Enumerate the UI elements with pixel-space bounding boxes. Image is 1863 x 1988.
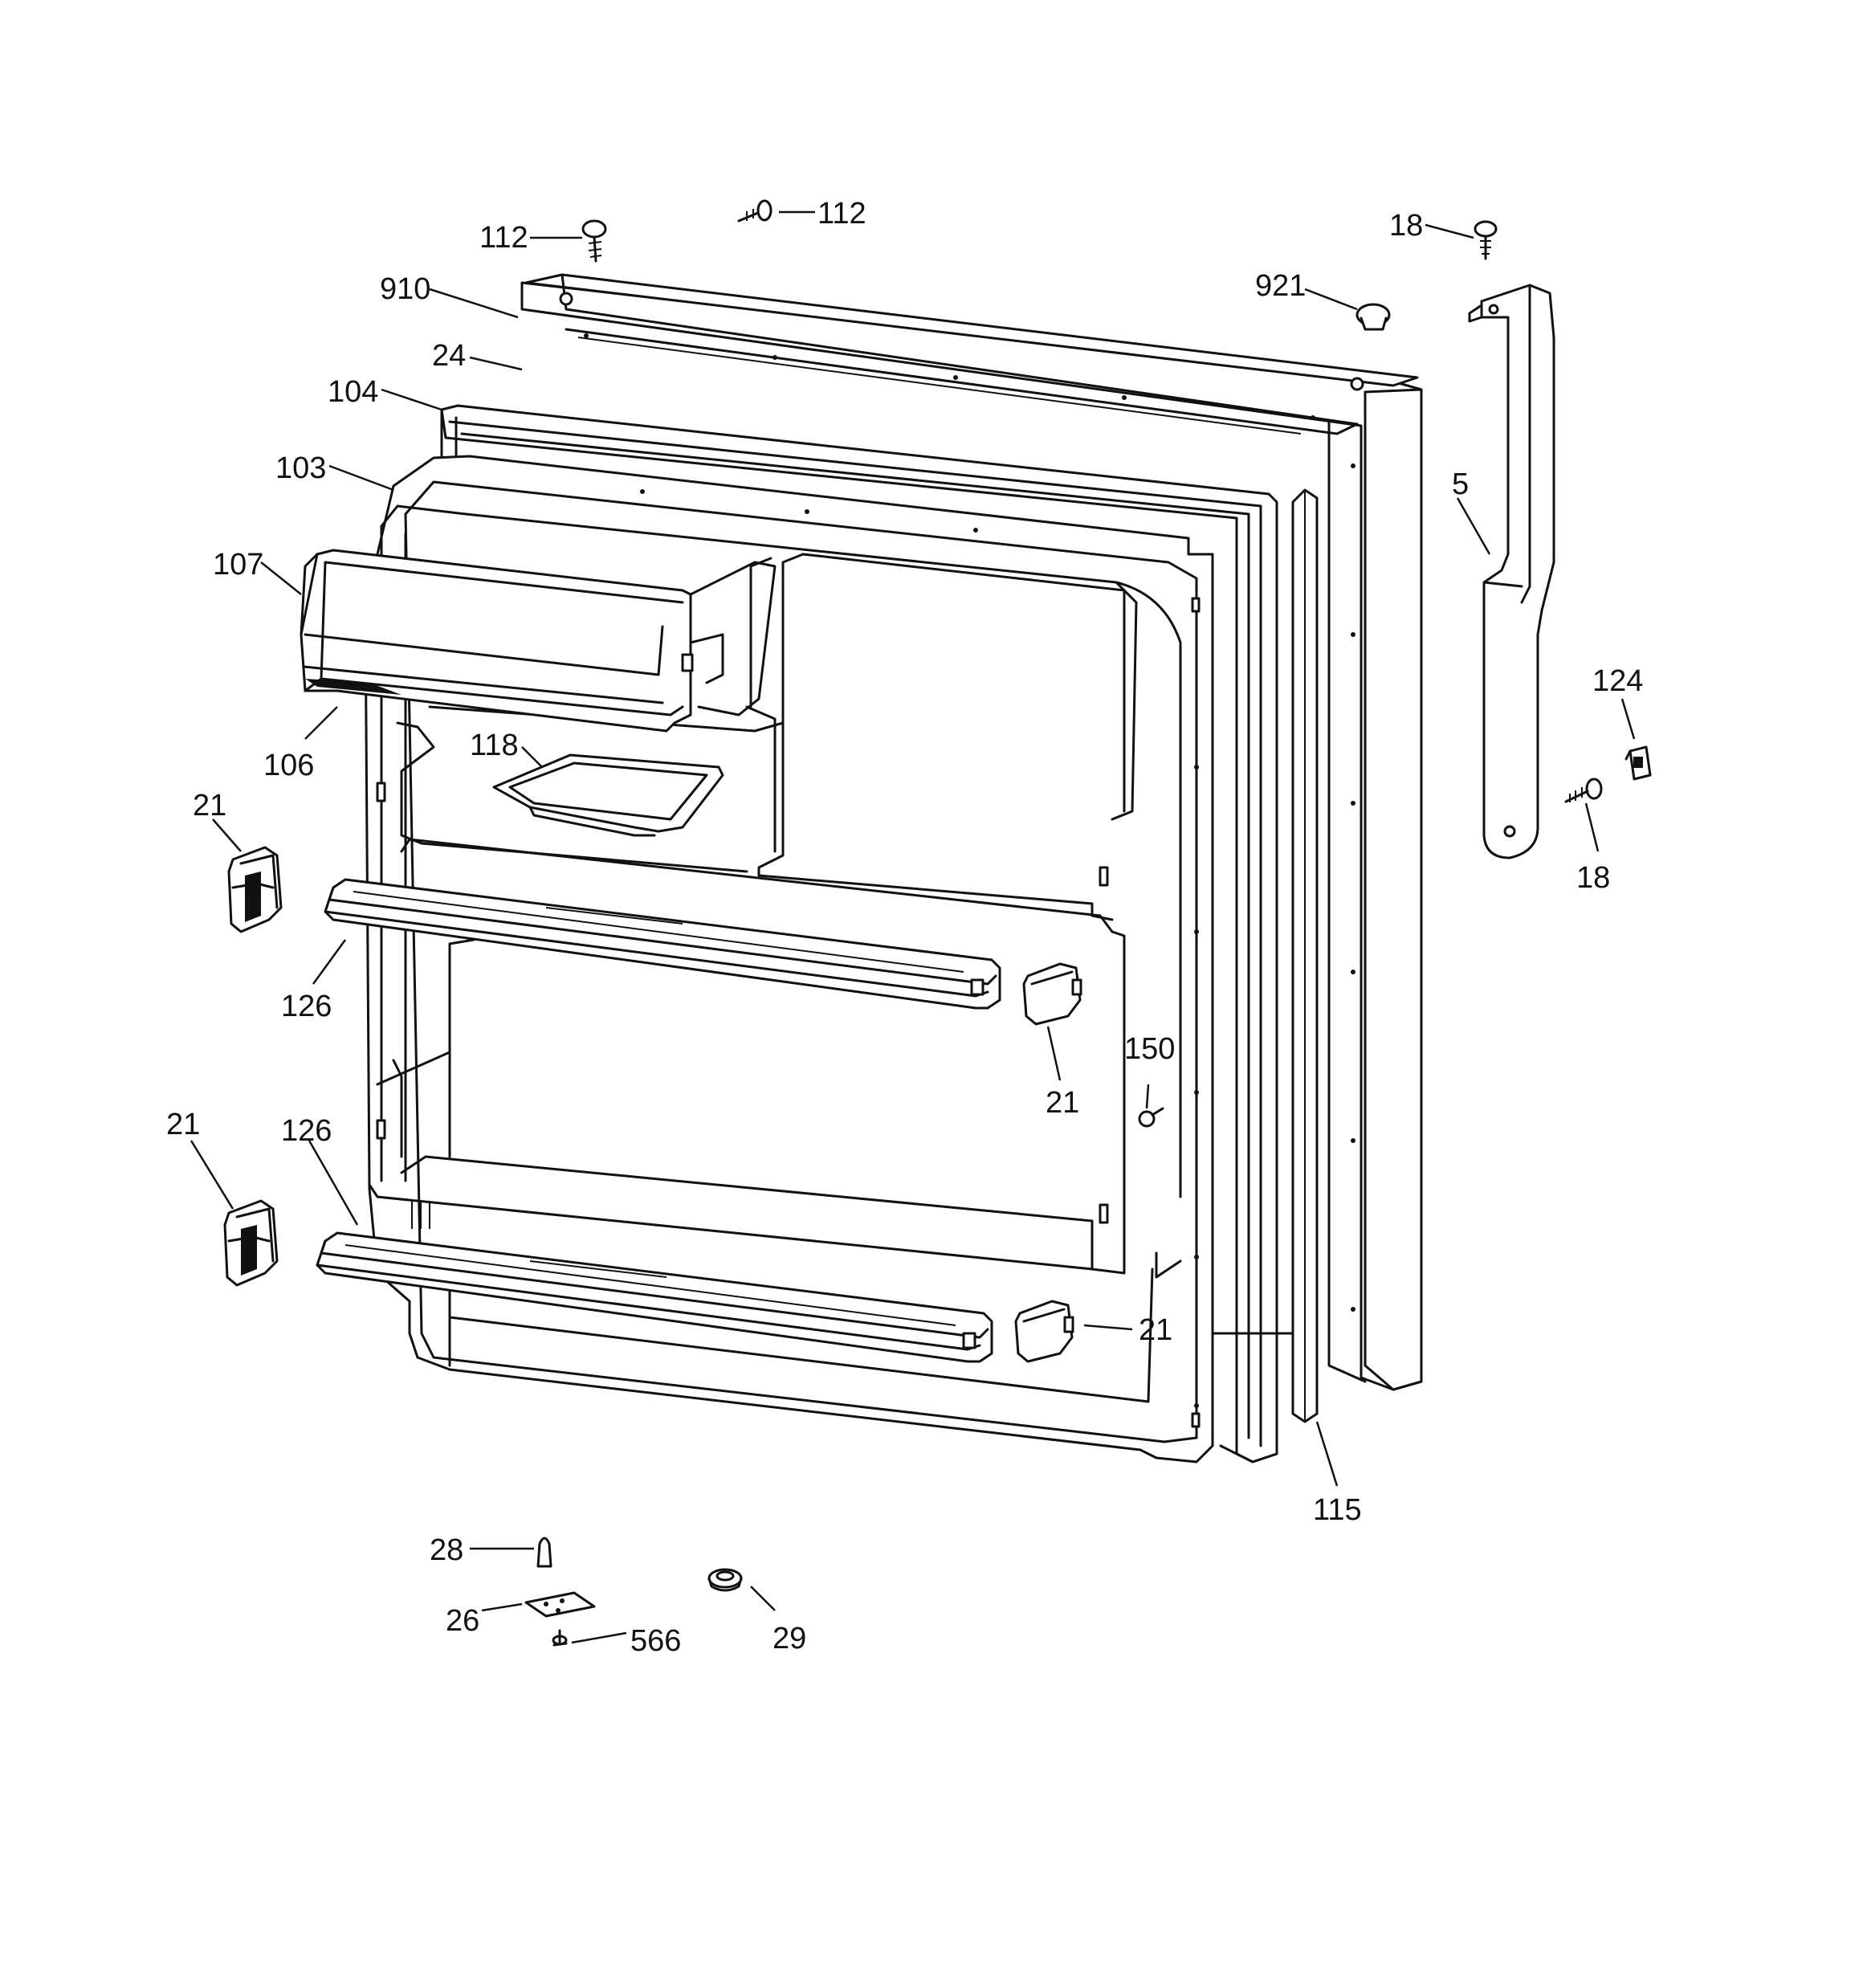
dairy-compartment-door xyxy=(300,549,777,733)
callout-126-lower: 126 xyxy=(281,1114,332,1148)
shelf-end-cap-left-upper xyxy=(227,846,283,933)
callout-21-left-lower: 21 xyxy=(166,1108,200,1141)
callout-28: 28 xyxy=(430,1533,463,1567)
callout-566: 566 xyxy=(630,1624,681,1658)
callout-921: 921 xyxy=(1255,269,1306,303)
callout-112-side: 112 xyxy=(817,197,866,231)
callout-21-right-upper: 21 xyxy=(1046,1086,1079,1120)
plug-button-921 xyxy=(1355,303,1391,331)
callout-26: 26 xyxy=(446,1604,479,1638)
screw-150 xyxy=(1138,1107,1164,1128)
screw-18-side xyxy=(1564,778,1603,803)
screw-112-side xyxy=(737,199,773,222)
screw-18-top xyxy=(1474,220,1498,260)
callout-107: 107 xyxy=(213,548,263,582)
bushing-29 xyxy=(707,1568,743,1592)
hinge-plate-26 xyxy=(524,1591,596,1618)
handle-clip xyxy=(1625,745,1652,781)
shelf-end-cap-right-upper xyxy=(1022,962,1082,1026)
shelf-end-cap-left-lower xyxy=(223,1199,279,1287)
callout-103: 103 xyxy=(275,451,326,485)
callout-21-right-lower: 21 xyxy=(1139,1313,1172,1347)
hinge-pin-28 xyxy=(536,1537,552,1568)
callout-124: 124 xyxy=(1592,664,1643,698)
butter-tray xyxy=(492,753,724,837)
door-shelf-bar-lower xyxy=(316,1231,993,1363)
door-shelf-bar-upper xyxy=(324,878,1001,1010)
callout-150: 150 xyxy=(1124,1032,1175,1066)
shelf-end-cap-right-lower xyxy=(1014,1300,1074,1363)
callout-labels: 112 112 18 910 921 24 104 103 5 107 124 … xyxy=(166,197,1643,1658)
callout-104: 104 xyxy=(328,375,378,409)
leader-lines xyxy=(190,210,1636,1644)
callout-24: 24 xyxy=(432,339,466,373)
outer-door-panel xyxy=(520,273,1423,1391)
screw-566 xyxy=(552,1629,568,1647)
screw-112-top xyxy=(581,219,607,263)
callout-910: 910 xyxy=(380,272,430,306)
callout-106: 106 xyxy=(263,749,314,782)
callout-29: 29 xyxy=(773,1622,806,1655)
callout-21-left-upper: 21 xyxy=(193,789,226,823)
breaker-strip xyxy=(1291,488,1319,1423)
callout-118: 118 xyxy=(470,729,519,762)
callout-18-side: 18 xyxy=(1576,861,1610,895)
callout-115: 115 xyxy=(1313,1493,1362,1527)
callout-5: 5 xyxy=(1452,467,1469,501)
door-handle xyxy=(1468,284,1555,859)
callout-126-upper: 126 xyxy=(281,990,332,1023)
callout-112-top: 112 xyxy=(479,221,528,255)
callout-18-top: 18 xyxy=(1389,209,1423,243)
